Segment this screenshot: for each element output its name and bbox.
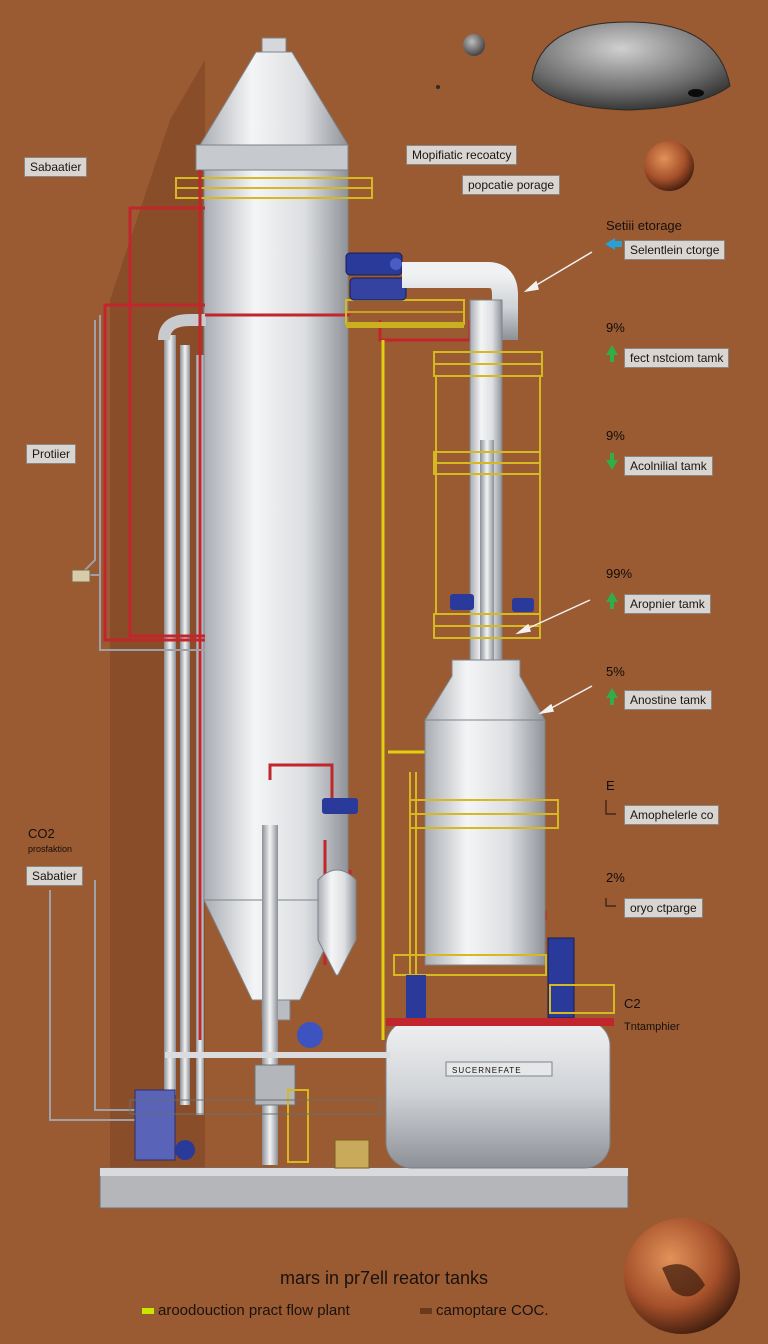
- phobos-moon-image: [531, 21, 731, 111]
- tiny-moon-dot: [436, 85, 440, 89]
- label-sabatier-left: Sabaatier: [24, 157, 88, 177]
- base-slab-top: [100, 1168, 628, 1176]
- label-right-7: oryo ctparge: [624, 898, 703, 918]
- main-tank-shadow: [110, 60, 205, 1180]
- label-right-2: fect nstciom tamk: [624, 348, 730, 368]
- column-motors: [450, 594, 534, 612]
- label-right-heading: Setiii etorage: [606, 218, 682, 233]
- label-right-3: Acolnilial tamk: [624, 456, 713, 476]
- moon-crater: [688, 89, 704, 97]
- label-co2-left: CO2: [28, 826, 55, 841]
- label-right-5: Anostine tamk: [624, 690, 713, 710]
- mars-dark-region: [662, 1264, 705, 1297]
- arrow-down-icon-2: [606, 453, 618, 470]
- leader-lines: [605, 800, 616, 907]
- distillation-column: [469, 299, 503, 670]
- diagram-caption: mars in pr7ell reator tanks: [279, 1268, 489, 1288]
- bottom-equipment: [129, 1022, 390, 1169]
- blue-motor-upper: [345, 252, 407, 301]
- legend-item-2: camoptare COC.: [420, 1302, 549, 1319]
- arrow-down-icon-1: [606, 345, 618, 362]
- pct-right-3: 99%: [606, 566, 633, 581]
- status-arrows: [605, 238, 622, 705]
- label-protier-left: Protiier: [26, 444, 77, 464]
- label-sabatier-lower: Sabatier: [26, 866, 83, 886]
- arrow-down-icon-3: [606, 592, 618, 609]
- label-right-trampher: Tntamphier: [624, 1021, 680, 1033]
- label-right-c2: C2: [624, 996, 641, 1011]
- pointer-arrows: [515, 251, 593, 715]
- label-right-6: Amophelerle co: [624, 805, 720, 825]
- pct-right-6: 2%: [606, 870, 625, 885]
- arrow-down-icon-4: [606, 688, 618, 705]
- arrow-up-icon-blue: [605, 238, 622, 250]
- mars-planet-small: [644, 141, 694, 191]
- yellow-process-pipe: [381, 340, 430, 1040]
- pct-right-1: 9%: [606, 320, 625, 335]
- pct-right-4: 5%: [606, 664, 625, 679]
- pct-right-2: 9%: [606, 428, 625, 443]
- column-platforms: [433, 351, 543, 639]
- label-co2-sub: prosfaktion: [28, 844, 73, 854]
- right-railing: [549, 984, 615, 1014]
- horizontal-cryo-tank: [385, 1018, 614, 1169]
- tank-nameplate: SUCERNEFATE: [452, 1066, 522, 1075]
- secondary-storage-tank: [424, 659, 546, 966]
- label-top-mid-1: Mopifiatic recoatcy: [406, 145, 518, 165]
- small-moon-image: [463, 34, 485, 56]
- main-tank-top-railing: [175, 177, 373, 199]
- legend-label-2: camoptare COC.: [436, 1302, 549, 1319]
- label-right-4: Aropnier tamk: [624, 594, 711, 614]
- legend-item-1: aroodouction pract flow plant: [142, 1302, 350, 1319]
- elbow-pipe: [402, 262, 518, 340]
- label-right-1: Selentlein ctorge: [624, 240, 726, 260]
- legend-swatch-1: [142, 1308, 154, 1315]
- left-valve-box: [71, 569, 91, 583]
- label-top-mid-2: popcatie porage: [462, 175, 561, 195]
- legend-label-1: aroodouction pract flow plant: [158, 1302, 350, 1319]
- upper-motor-platform: [345, 299, 465, 328]
- legend-swatch-2: [420, 1308, 432, 1315]
- pct-right-5: E: [606, 778, 615, 793]
